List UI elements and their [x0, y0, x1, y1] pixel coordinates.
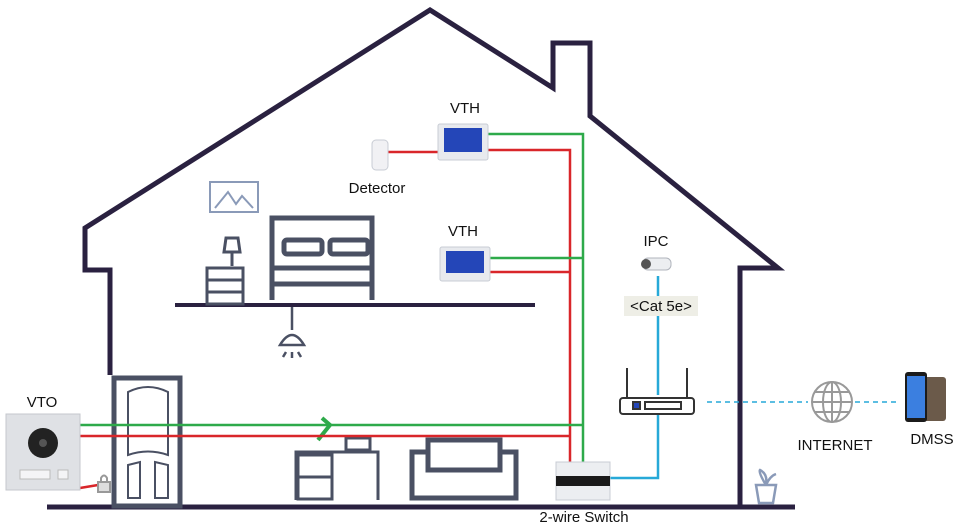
cable-label-box — [624, 296, 698, 316]
plant-icon — [754, 468, 778, 505]
label-detector: Detector — [349, 180, 406, 197]
label-switch: 2-wire Switch — [539, 509, 628, 526]
red-wire-vth-top — [488, 148, 572, 462]
two-wire-switch-device — [555, 461, 611, 501]
vth-monitor-top — [437, 123, 489, 161]
label-vto: VTO — [27, 394, 58, 411]
label-vth-top: VTH — [450, 100, 480, 117]
label-cable: <Cat 5e> — [630, 298, 692, 315]
bed-icon — [269, 215, 375, 300]
label-dmss: DMSS — [910, 431, 953, 448]
desk-icon — [294, 416, 380, 501]
wiring — [79, 132, 900, 490]
red-wire-lock — [79, 483, 99, 490]
label-internet: INTERNET — [798, 437, 873, 454]
router-icon — [619, 368, 695, 415]
blue-cable-switch — [610, 415, 660, 480]
lock-icon — [97, 474, 111, 493]
vth-monitor-mid — [439, 246, 491, 282]
green-wire-vth-top — [488, 132, 585, 462]
picture-frame-icon — [209, 181, 259, 213]
sofa-icon — [409, 437, 519, 501]
smartphone-icon — [905, 372, 946, 422]
label-vth-mid: VTH — [448, 223, 478, 240]
nightstand-lamp-icon — [205, 236, 245, 306]
detector-icon — [371, 139, 389, 171]
label-ipc: IPC — [643, 233, 668, 250]
ipc-camera-icon — [641, 257, 672, 271]
ceiling-lamp-icon — [277, 307, 307, 358]
house-outline — [47, 7, 795, 510]
door-icon — [111, 375, 183, 509]
globe-icon — [811, 381, 853, 423]
vto-doorstation — [5, 413, 81, 491]
